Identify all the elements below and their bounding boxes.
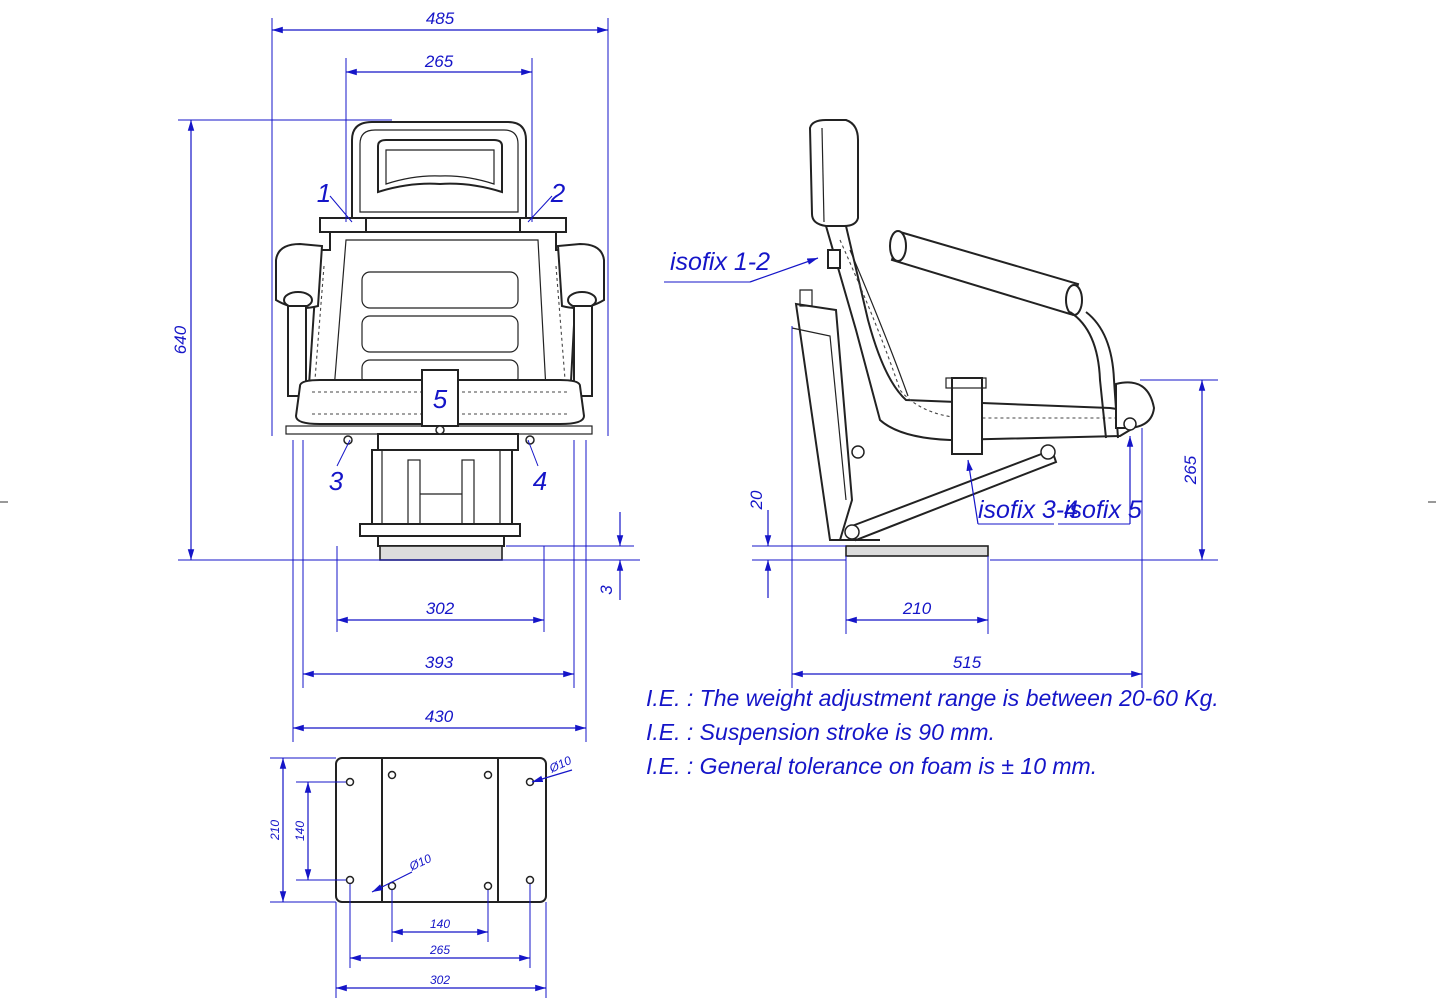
isofix-5-label: isofix 5 [1064,496,1142,524]
dim-side-base-length: 210 [902,599,932,618]
callout-2: 2 [550,178,566,208]
dim-plate-hole-top: Ø10 [546,753,574,776]
dim-front-height-overall: 640 [171,325,190,354]
isofix-1-2-label: isofix 1-2 [670,248,770,276]
front-view-seat [275,121,605,561]
dim-front-offset-3: 3 [597,585,616,595]
belt-guide-left [319,217,367,233]
headrest-outline [351,121,527,219]
base-plate-hole [525,875,535,885]
side-headrest [808,119,859,227]
base-plate-dimensions [270,757,573,998]
belt-guide-right [519,217,567,233]
dim-front-base-430: 430 [425,707,454,726]
dim-front-headrest-width: 265 [424,52,454,71]
side-armrest [890,230,1080,316]
base-plate-hole [345,875,355,885]
dim-side-base-clearance: 20 [747,490,766,510]
suspension-unit [371,449,513,537]
callout-3: 3 [329,466,344,496]
note-suspension-stroke: I.E. : Suspension stroke is 90 mm. [646,719,995,745]
dim-plate-width-140: 140 [430,917,450,931]
dim-plate-width-265: 265 [429,943,450,957]
base-plate-outline [335,757,547,903]
dim-plate-height-210: 210 [268,820,282,841]
callout-4: 4 [533,466,547,496]
dim-plate-height-140: 140 [293,821,307,841]
side-suspension-column [794,302,854,541]
side-linkage [850,448,1058,542]
base-plate-top-view [335,757,547,903]
callout-1: 1 [317,178,331,208]
note-weight-range: I.E. : The weight adjustment range is be… [646,685,1219,711]
note-foam-tolerance: I.E. : General tolerance on foam is ± 10… [646,753,1097,779]
side-view-dimensions [664,257,1218,688]
front-view-dimensions [178,18,640,742]
base-plate-front [379,545,503,561]
callout-5: 5 [433,384,448,414]
dim-front-base-302: 302 [426,599,455,618]
dim-front-base-393: 393 [425,653,454,672]
side-base-plate [845,545,989,557]
base-plate-hole [387,770,397,780]
headrest-window [377,139,503,194]
dim-plate-width-302: 302 [430,973,450,987]
base-plate-hole [345,777,355,787]
dim-side-seat-height: 265 [1181,455,1200,485]
side-belt-strap [951,377,983,455]
dim-front-width-overall: 485 [426,9,455,28]
base-plate-hole [483,770,493,780]
base-plate-hole [483,881,493,891]
side-view-seat [791,119,1156,557]
dim-side-depth-overall: 515 [953,653,982,672]
isofix-3-4-label: isofix 3-4 [978,496,1078,524]
